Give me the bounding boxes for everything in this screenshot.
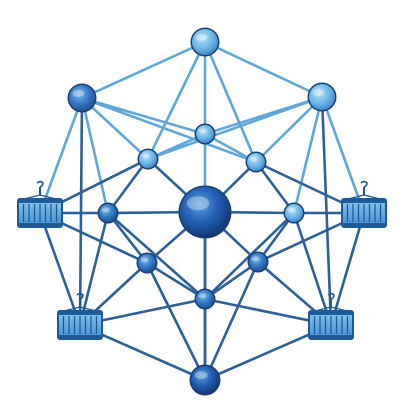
edge-top-to-upper-left <box>80 40 207 100</box>
containers-layer <box>17 180 387 340</box>
edge-inner-lower-right-to-inner-bottom <box>203 260 260 301</box>
edge-upper-left-to-inner-upper-right <box>80 96 258 164</box>
edge-container-left-lower-to-inner-left <box>78 211 110 327</box>
edge-upper-right-to-container-right-lower <box>320 95 333 327</box>
edge-upper-right-to-inner-upper-left <box>146 95 324 161</box>
node-top <box>190 27 220 57</box>
shipping-container-icon <box>341 198 387 228</box>
node-inner-top <box>194 123 216 145</box>
edge-top-to-inner-upper-right <box>203 40 258 164</box>
shipping-container-icon <box>308 310 354 340</box>
edge-upper-left-to-inner-top <box>80 96 207 136</box>
edge-inner-lower-left-to-bottom <box>145 261 207 382</box>
edge-inner-upper-left-to-inner-left <box>106 157 150 215</box>
node-inner-left <box>97 202 119 224</box>
node-bottom <box>189 364 221 396</box>
edge-top-to-upper-right <box>203 40 324 99</box>
nodes-layer <box>67 27 337 396</box>
node-upper-right <box>307 82 337 112</box>
container-right-lower <box>308 292 354 340</box>
node-inner-bottom <box>194 288 216 310</box>
container-left-upper <box>17 180 63 228</box>
edge-upper-left-to-container-left-lower <box>78 96 84 327</box>
edge-inner-upper-right-to-inner-right <box>254 160 296 215</box>
edge-upper-right-to-container-right-upper <box>320 95 366 215</box>
shipping-container-icon <box>57 310 103 340</box>
node-inner-right <box>283 202 305 224</box>
edge-upper-left-to-inner-left <box>80 96 110 215</box>
node-inner-upper-right <box>245 151 267 173</box>
node-center <box>178 185 232 239</box>
node-inner-lower-left <box>136 252 158 274</box>
edge-upper-right-to-inner-right <box>292 95 324 215</box>
edge-inner-lower-right-to-bottom <box>203 260 260 382</box>
edge-upper-right-to-inner-upper-right <box>254 95 324 164</box>
edge-inner-left-to-inner-lower-left <box>106 211 149 265</box>
shipping-container-icon <box>17 198 63 228</box>
container-left-lower <box>57 292 103 340</box>
edge-inner-left-to-inner-bottom <box>106 211 207 301</box>
edge-container-right-upper-to-container-right-lower <box>329 211 366 327</box>
edge-upper-left-to-inner-upper-left <box>80 96 150 161</box>
edge-container-right-lower-to-inner-right <box>292 211 333 327</box>
edge-top-to-inner-upper-left <box>146 40 207 161</box>
container-right-upper <box>341 180 387 228</box>
edge-upper-left-to-container-left-upper <box>38 96 84 215</box>
edge-container-left-upper-to-container-left-lower <box>38 211 82 327</box>
node-upper-left <box>67 83 97 113</box>
node-inner-upper-left <box>137 148 159 170</box>
edge-inner-lower-left-to-inner-bottom <box>145 261 207 301</box>
node-inner-lower-right <box>247 251 269 273</box>
